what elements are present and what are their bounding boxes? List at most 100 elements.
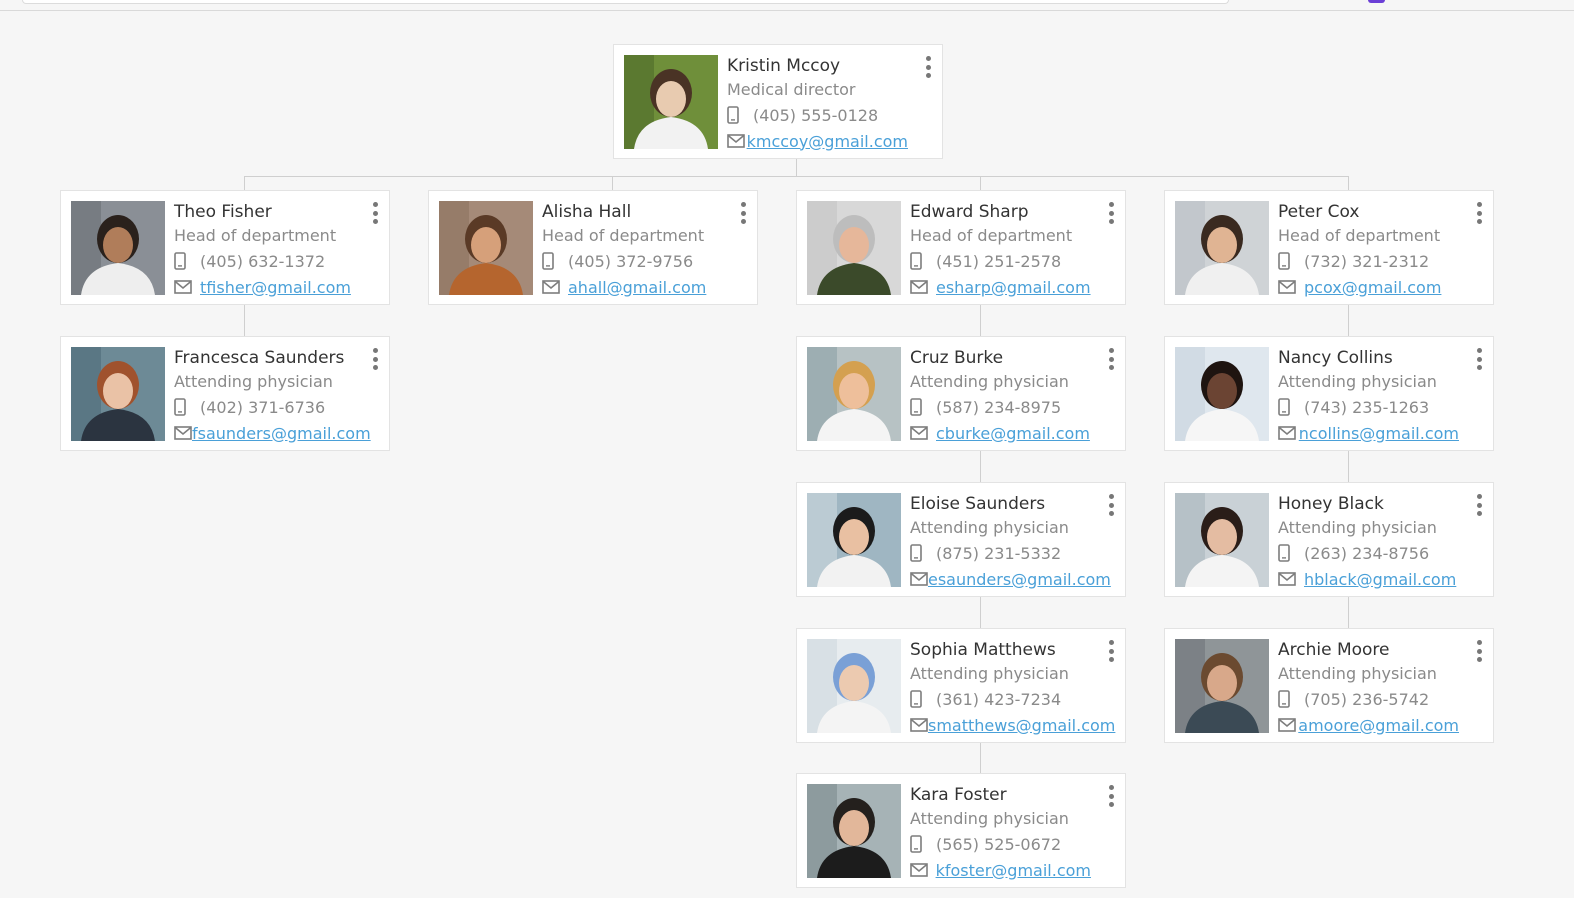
employee-name: Edward Sharp [910, 202, 1029, 222]
more-vertical-icon[interactable] [924, 56, 932, 78]
mobile-phone-icon [910, 543, 936, 563]
envelope-icon [910, 569, 928, 589]
mobile-phone-icon [910, 689, 936, 709]
connector-line [980, 305, 981, 336]
employee-phone: (402) 371-6736 [200, 397, 326, 417]
more-vertical-icon[interactable] [1107, 785, 1115, 807]
employee-email-link[interactable]: ncollins@gmail.com [1298, 423, 1459, 443]
employee-email-link[interactable]: kfoster@gmail.com [935, 860, 1091, 880]
avatar [807, 201, 901, 295]
avatar [807, 347, 901, 441]
connector-line [1348, 176, 1349, 190]
employee-name: Honey Black [1278, 494, 1384, 514]
more-vertical-icon[interactable] [1107, 348, 1115, 370]
employee-title: Attending physician [910, 372, 1069, 391]
connector-line [244, 176, 1349, 177]
employee-email-link[interactable]: tfisher@gmail.com [200, 277, 351, 297]
envelope-icon [910, 715, 928, 735]
employee-email-link[interactable]: cburke@gmail.com [936, 423, 1090, 443]
employee-phone: (705) 236-5742 [1304, 689, 1430, 709]
employee-name: Francesca Saunders [174, 348, 345, 368]
more-vertical-icon[interactable] [1107, 494, 1115, 516]
more-vertical-icon[interactable] [371, 202, 379, 224]
mobile-phone-icon [910, 251, 936, 271]
avatar [1175, 201, 1269, 295]
envelope-icon [910, 860, 936, 880]
avatar [1175, 639, 1269, 733]
more-vertical-icon[interactable] [1475, 494, 1483, 516]
employee-email-link[interactable]: fsaunders@gmail.com [192, 423, 371, 443]
employee-title: Attending physician [1278, 372, 1437, 391]
employee-phone: (743) 235-1263 [1304, 397, 1430, 417]
employee-title: Attending physician [174, 372, 333, 391]
employee-phone: (405) 372-9756 [568, 251, 694, 271]
connector-line [980, 597, 981, 628]
connector-line [980, 451, 981, 482]
mobile-phone-icon [542, 251, 568, 271]
employee-name: Theo Fisher [174, 202, 272, 222]
more-vertical-icon[interactable] [1475, 348, 1483, 370]
employee-phone: (732) 321-2312 [1304, 251, 1430, 271]
search-bar-edge[interactable] [22, 0, 1229, 4]
more-vertical-icon[interactable] [371, 348, 379, 370]
connector-line [1348, 597, 1349, 628]
avatar [1175, 347, 1269, 441]
employee-email-link[interactable]: esharp@gmail.com [936, 277, 1091, 297]
envelope-icon [1278, 569, 1304, 589]
employee-email-link[interactable]: amoore@gmail.com [1298, 715, 1459, 735]
employee-title: Head of department [1278, 226, 1441, 245]
connector-line [1348, 305, 1349, 336]
avatar [439, 201, 533, 295]
employee-email-link[interactable]: smatthews@gmail.com [928, 715, 1116, 735]
employee-name: Nancy Collins [1278, 348, 1393, 368]
employee-phone: (875) 231-5332 [936, 543, 1062, 563]
employee-name: Alisha Hall [542, 202, 632, 222]
employee-title: Medical director [727, 80, 856, 99]
more-vertical-icon[interactable] [739, 202, 747, 224]
employee-email-link[interactable]: pcox@gmail.com [1304, 277, 1442, 297]
employee-email-link[interactable]: esaunders@gmail.com [928, 569, 1111, 589]
mobile-phone-icon [1278, 251, 1304, 271]
employee-phone: (405) 632-1372 [200, 251, 326, 271]
envelope-icon [910, 423, 936, 443]
envelope-icon [174, 277, 200, 297]
employee-phone: (405) 555-0128 [753, 105, 879, 125]
employee-email-link[interactable]: kmccoy@gmail.com [746, 131, 908, 151]
mobile-phone-icon [174, 251, 200, 271]
top-toolbar-edge [0, 0, 1574, 11]
connector-line [796, 159, 797, 176]
employee-name: Cruz Burke [910, 348, 1004, 368]
avatar [71, 347, 165, 441]
employee-title: Head of department [174, 226, 337, 245]
envelope-icon [1278, 277, 1304, 297]
more-vertical-icon[interactable] [1475, 640, 1483, 662]
more-vertical-icon[interactable] [1107, 640, 1115, 662]
employee-title: Head of department [542, 226, 705, 245]
mobile-phone-icon [1278, 543, 1304, 563]
accent-button-edge[interactable] [1368, 0, 1385, 3]
mobile-phone-icon [910, 834, 936, 854]
mobile-phone-icon [1278, 397, 1304, 417]
employee-title: Attending physician [1278, 518, 1437, 537]
mobile-phone-icon [174, 397, 200, 417]
more-vertical-icon[interactable] [1475, 202, 1483, 224]
employee-email-link[interactable]: hblack@gmail.com [1304, 569, 1457, 589]
more-vertical-icon[interactable] [1107, 202, 1115, 224]
employee-email-link[interactable]: ahall@gmail.com [568, 277, 707, 297]
employee-phone: (565) 525-0672 [936, 834, 1062, 854]
avatar [807, 493, 901, 587]
employee-title: Attending physician [1278, 664, 1437, 683]
